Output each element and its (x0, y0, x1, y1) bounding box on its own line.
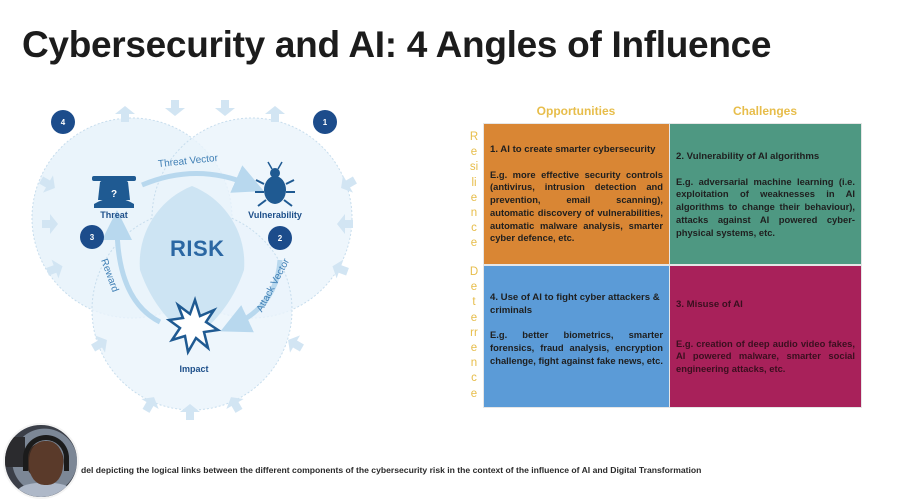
reward-arrow (102, 210, 162, 325)
risk-diagram: ? 4 1 3 2 Threat Vector Attack Vector Re… (22, 100, 372, 425)
avatar-background (5, 437, 25, 467)
svg-text:?: ? (111, 189, 117, 200)
letter: n (470, 207, 478, 220)
column-header-opportunities: Opportunities (536, 104, 616, 118)
badge-1: 1 (313, 110, 337, 134)
letter: D (469, 266, 479, 278)
impact-label: Impact (179, 364, 209, 374)
threat-label: Threat (100, 210, 128, 220)
avatar-shirt (17, 483, 73, 497)
letter: c (471, 372, 477, 385)
letter: e (470, 146, 478, 159)
letter: rr (470, 326, 478, 339)
letter: e (470, 342, 478, 355)
letter: e (470, 311, 478, 324)
letter: R (469, 131, 479, 143)
threat-vector-arrow (141, 165, 264, 193)
vulnerability-label: Vulnerability (248, 210, 302, 220)
headphones-icon (23, 435, 69, 471)
matrix-cell-challenge-resilience: 2. Vulnerability of AI algorithms E.g. a… (669, 123, 862, 265)
cell-body: E.g. more effective security controls (a… (490, 168, 663, 244)
attack-vector-arrow (220, 259, 283, 333)
badge-3: 3 (80, 225, 104, 249)
risk-label: RISK (170, 236, 225, 261)
matrix-cell-opportunity-resilience: 1. AI to create smarter cybersecurity E.… (483, 123, 670, 265)
slide-caption: del depicting the logical links between … (81, 465, 702, 475)
slide-title: Cybersecurity and AI: 4 Angles of Influe… (22, 24, 772, 65)
cell-body: E.g. adversarial machine learning (i.e. … (676, 175, 855, 238)
presenter-webcam-avatar[interactable] (3, 423, 79, 499)
column-header-challenges: Challenges (732, 104, 798, 118)
letter: n (470, 357, 478, 370)
cell-title: 4. Use of AI to fight cyber attackers & … (490, 292, 660, 316)
outward-arrows-decoration (39, 100, 357, 420)
letter: c (471, 222, 477, 235)
bug-icon (255, 161, 295, 207)
cell-title: 1. AI to create smarter cybersecurity (490, 144, 656, 155)
badge-2: 2 (268, 226, 292, 250)
explosion-icon (165, 296, 222, 356)
letter: e (470, 237, 478, 250)
row-label-resilience: R e si li e n c e (468, 130, 480, 252)
letter: e (470, 281, 478, 294)
letter: t (472, 296, 476, 309)
cell-title: 2. Vulnerability of AI algorithms (676, 151, 820, 162)
row-label-deterrence: D e t e rr e n c e (468, 265, 480, 402)
matrix-cell-challenge-deterrence: 3. Misuse of AI E.g. creation of deep au… (669, 265, 862, 408)
cell-body: E.g. better biometrics, smarter forensic… (490, 329, 663, 366)
letter: si (469, 161, 479, 174)
risk-venn-graphic: ? (31, 100, 357, 420)
letter: e (470, 191, 478, 204)
letter: e (470, 387, 478, 400)
cell-title: 3. Misuse of AI (676, 299, 743, 310)
letter: li (471, 176, 477, 189)
matrix-cell-opportunity-deterrence: 4. Use of AI to fight cyber attackers & … (483, 265, 670, 408)
badge-4: 4 (51, 110, 75, 134)
cell-body: E.g. creation of deep audio video fakes,… (676, 337, 855, 375)
hooded-figure-icon: ? (92, 176, 136, 208)
